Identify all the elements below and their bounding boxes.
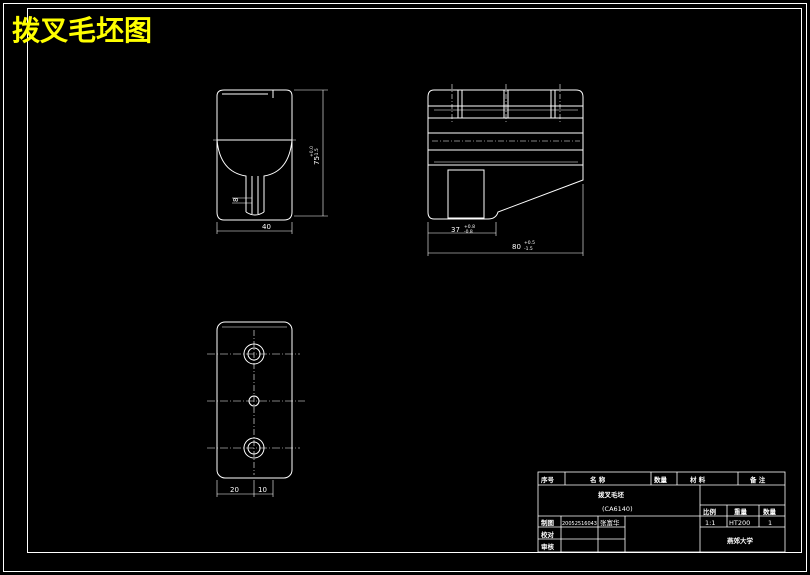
front-dim-width: 40	[262, 223, 271, 231]
top-dim-left: 20	[230, 486, 239, 494]
front-dim-height: 75	[313, 156, 321, 165]
tb-part-name: 拨叉毛坯	[598, 490, 625, 499]
tb-label-scale: 比例	[703, 507, 717, 516]
tb-label-qty: 数量	[763, 507, 777, 516]
front-dim-slot: 8	[232, 198, 240, 202]
top-dim-right: 10	[258, 486, 267, 494]
tb-row-checked: 校对	[541, 530, 555, 539]
tb-header-index: 序号	[540, 475, 555, 484]
tb-school: 燕郊大学	[727, 536, 754, 545]
side-dim-base-tol-lower: -0.8	[464, 229, 473, 235]
tb-header-name: 名 称	[590, 475, 606, 484]
tb-drafter-name: 张富华	[600, 518, 620, 527]
tb-value-qty: 1	[768, 519, 772, 527]
side-dim-base: 37	[451, 226, 460, 234]
tb-header-remark: 备 注	[749, 475, 766, 484]
front-dim-height-tol-upper: +0.0	[309, 146, 315, 157]
tb-value-scale: 1:1	[705, 519, 715, 527]
side-view	[427, 84, 584, 256]
inner-border	[27, 8, 802, 553]
side-dim-total-tol-lower: -1.5	[524, 246, 533, 252]
tb-row-approved: 审核	[541, 542, 555, 551]
tb-header-material: 材 料	[689, 475, 706, 484]
tb-drafter-id: 20052516043	[562, 521, 597, 527]
side-dim-base-tol-upper: +0.8	[464, 224, 475, 230]
top-view	[207, 321, 305, 497]
side-dim-total-tol-upper: +0.5	[524, 240, 535, 246]
title-block	[537, 471, 786, 553]
tb-label-weight: 重量	[734, 507, 748, 516]
front-dim-height-tol-lower: -1.5	[314, 148, 320, 157]
drawing-title: 拨叉毛坯图	[12, 14, 152, 47]
tb-header-qty: 数量	[654, 475, 668, 484]
outer-border	[3, 3, 807, 572]
front-view	[213, 89, 328, 234]
tb-row-drafted: 制图	[541, 518, 555, 527]
tb-machine: (CA6140)	[602, 505, 633, 513]
tb-value-weight: HT200	[729, 519, 750, 527]
side-dim-total: 80	[512, 243, 521, 251]
